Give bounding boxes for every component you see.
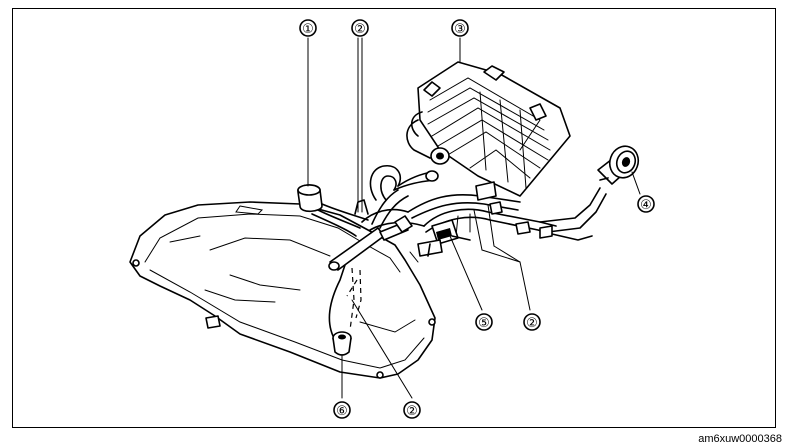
callout-3: ③	[451, 19, 469, 37]
charcoal-canister	[406, 61, 571, 201]
callout-2-right-label: ②	[526, 316, 538, 331]
callout-6-label: ⑥	[336, 404, 348, 419]
callout-2-top: ②	[351, 19, 369, 37]
callout-4-label: ④	[640, 198, 652, 213]
callout-2-right: ②	[523, 313, 541, 331]
callout-2-bottom-label: ②	[406, 404, 418, 419]
callout-1-label: ①	[302, 22, 314, 37]
figure-reference-code: am6xuw0000368	[698, 433, 782, 445]
callout-4: ④	[637, 195, 655, 213]
callout-3-label: ③	[454, 22, 466, 37]
callout-2-top-label: ②	[354, 22, 366, 37]
loop-hose	[369, 165, 439, 201]
callout-2-bottom: ②	[403, 401, 421, 419]
vent-hoses	[297, 184, 425, 237]
callout-1: ①	[299, 19, 317, 37]
filler-cap	[597, 145, 640, 185]
callout-5: ⑤	[475, 313, 493, 331]
callout-6: ⑥	[333, 401, 351, 419]
check-valve	[417, 219, 471, 257]
fuel-pump-unit	[328, 261, 362, 356]
leader-lines	[307, 37, 641, 399]
callouts: ① ② ③ ④ ⑤ ② ⑥ ②	[299, 19, 655, 419]
callout-5-label: ⑤	[478, 316, 490, 331]
